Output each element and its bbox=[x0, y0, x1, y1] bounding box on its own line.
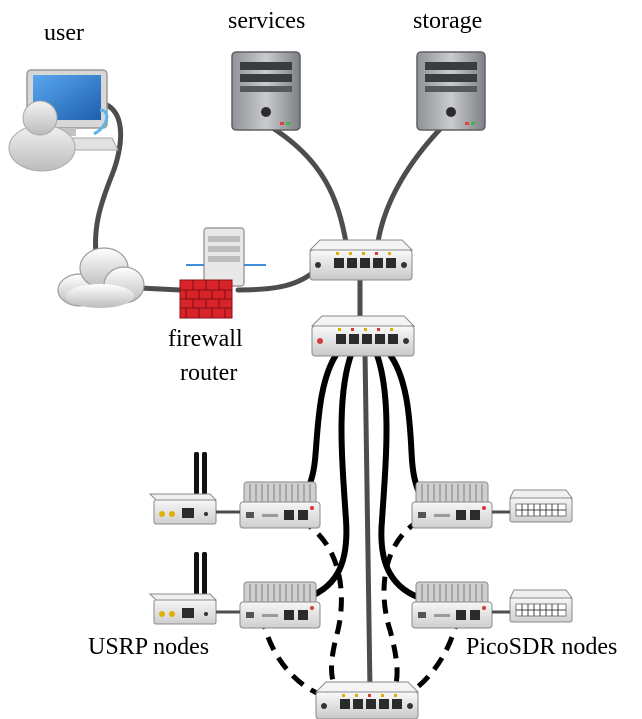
cable-aggregation-to-bottom bbox=[362, 349, 373, 693]
picosdr-box-icon bbox=[509, 589, 573, 623]
cloud-icon bbox=[57, 247, 145, 308]
network-switch-icon bbox=[310, 315, 416, 357]
firewall-label: firewall bbox=[168, 326, 243, 352]
cable-agg-to-usrp-node-2 bbox=[297, 349, 355, 603]
dashed-usrp-node-1-to-bottom bbox=[298, 517, 344, 697]
router-label: router bbox=[180, 360, 238, 386]
server-tower-icon bbox=[231, 51, 301, 131]
grey-cables bbox=[92, 99, 447, 693]
cable-storage-to-core-switch bbox=[375, 122, 447, 245]
short-links bbox=[216, 510, 510, 614]
embedded-pc-icon bbox=[239, 481, 321, 529]
user-computer-icon bbox=[8, 69, 119, 172]
embedded-pc-icon bbox=[239, 581, 321, 629]
user-label: user bbox=[44, 20, 84, 46]
cable-agg-to-pico-node-2 bbox=[373, 349, 429, 603]
picosdr-box-icon bbox=[509, 489, 573, 523]
cable-router-to-core-switch bbox=[235, 267, 319, 293]
cable-cloud-to-firewall bbox=[137, 285, 183, 293]
firewall-brick-icon bbox=[179, 279, 233, 319]
dashed-pico-node-1-to-bottom bbox=[381, 517, 422, 697]
picosdr-nodes-label: PicoSDR nodes bbox=[466, 634, 618, 660]
usrp-nodes-label: USRP nodes bbox=[88, 634, 210, 660]
network-switch-icon bbox=[308, 239, 414, 281]
network-switch-icon bbox=[314, 681, 420, 719]
embedded-pc-icon bbox=[411, 581, 493, 629]
cable-user-to-cloud bbox=[92, 99, 124, 265]
cable-services-to-core-switch bbox=[265, 122, 349, 245]
black-cables bbox=[285, 349, 437, 603]
storage-label: storage bbox=[413, 8, 483, 34]
router-server-icon bbox=[186, 227, 266, 287]
embedded-pc-icon bbox=[411, 481, 493, 529]
server-tower-icon bbox=[416, 51, 486, 131]
usrp-radio-icon bbox=[148, 452, 218, 525]
usrp-radio-icon bbox=[148, 552, 218, 625]
services-label: services bbox=[228, 8, 306, 34]
